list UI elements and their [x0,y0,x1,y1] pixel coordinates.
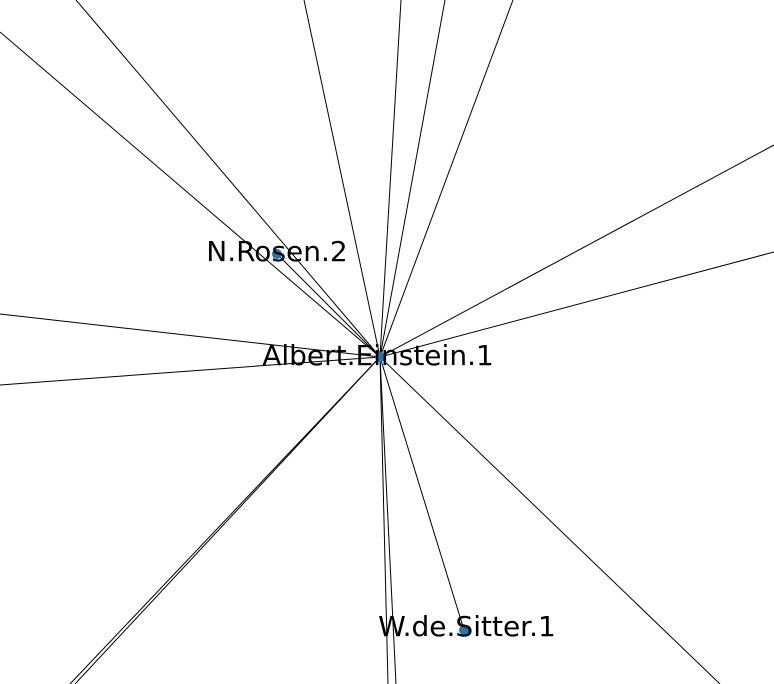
graph-edge [379,0,446,358]
graph-edge [74,356,381,684]
node-label-einstein: Albert.Einstein.1 [262,339,494,372]
node-dot[interactable] [375,352,385,362]
graph-edge [0,313,381,358]
graph-edge [379,0,402,358]
graph-edge [379,251,774,358]
node-dot[interactable] [459,625,469,635]
graph-edge [379,0,514,358]
node-label-rosen: N.Rosen.2 [206,235,347,268]
graph-edge [69,356,381,684]
graph-edge [303,0,381,358]
graph-edge [379,144,774,358]
graph-edge [379,356,397,684]
node-dot[interactable] [272,249,282,259]
graph-edge [379,356,721,684]
visible-edges [276,253,465,631]
graph-edge [0,31,381,358]
graph-edge [379,356,389,684]
node-desitter[interactable]: W.de.Sitter.1 [378,610,556,643]
edge-einstein-rosen [276,253,381,358]
node-rosen[interactable]: N.Rosen.2 [206,235,347,268]
edge-einstein-desitter [379,356,465,631]
graph-edge [75,0,381,358]
node-label-desitter: W.de.Sitter.1 [378,610,556,643]
graph-edge [0,356,381,386]
node-einstein[interactable]: Albert.Einstein.1 [262,339,494,372]
